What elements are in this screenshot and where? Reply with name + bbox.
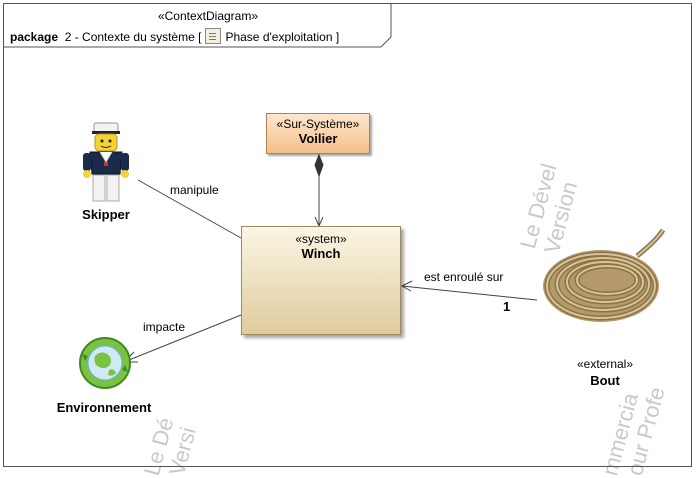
multiplicity-label: 1 [503,299,511,314]
voilier-name: Voilier [298,131,338,146]
manipule-label: manipule [170,183,219,197]
voilier-block[interactable]: «Sur-Système» Voilier [266,113,370,154]
document-icon [205,28,222,44]
bout-stereotype: «external» [576,357,634,371]
est-enroule-sur-connector[interactable] [400,280,538,301]
diagram-frame [3,3,692,467]
winch-name: Winch [301,246,341,261]
frame-view-name: Phase d'exploitation [225,30,333,44]
frame-kind: package [10,30,59,44]
environment-globe-icon[interactable] [77,334,133,392]
frame-bracket-open: [ [198,30,202,44]
frame-title-line: package 2 - Contexte du système [ Phase d… [10,28,339,44]
rope-coil-icon[interactable] [537,226,671,330]
frame-title: 2 - Contexte du système [64,30,195,44]
environnement-name: Environnement [56,400,152,415]
voilier-stereotype: «Sur-Système» [276,117,360,131]
impacte-label: impacte [143,320,186,334]
winch-stereotype: «system» [295,232,347,246]
est-enroule-sur-label: est enroulé sur [424,270,504,284]
skipper-figure-icon[interactable] [76,120,136,204]
winch-block[interactable]: «system» Winch [241,226,401,335]
frame-bracket-close: ] [335,30,340,44]
frame-header: «ContextDiagram» package 2 - Contexte du… [3,3,391,47]
frame-stereotype: «ContextDiagram» [157,9,259,23]
skipper-name: Skipper [82,207,130,222]
bout-name: Bout [590,373,620,388]
composition-connector[interactable] [314,153,324,228]
manipule-connector[interactable] [137,179,242,239]
